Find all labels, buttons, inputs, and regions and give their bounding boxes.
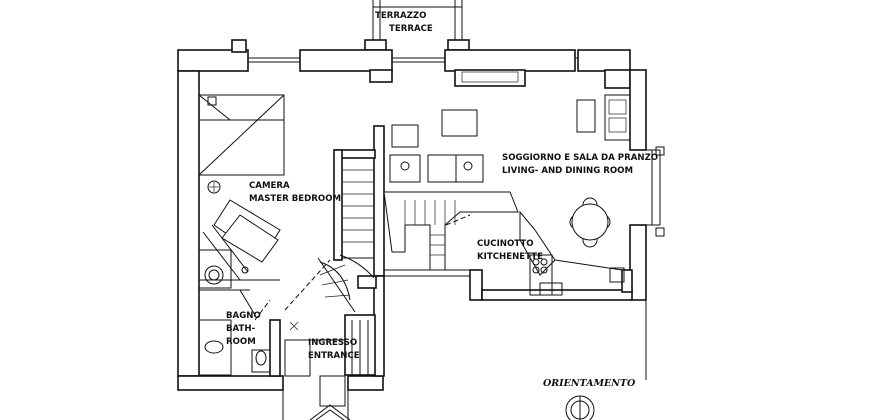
terrace-area [364, 0, 470, 51]
terrace-label-en: TERRACE [389, 24, 433, 34]
terrace-label-it: TERRAZZO [375, 11, 426, 21]
bedroom-furniture [198, 94, 285, 281]
bath-label-en1: BATH- [226, 324, 256, 334]
entrance-label-it: INGRESSO [308, 338, 357, 348]
living-furniture [389, 94, 631, 296]
bathroom-fixtures [198, 249, 271, 376]
outer-walls [177, 39, 665, 391]
kitchen-label-it: CUCINOTTO [477, 239, 534, 249]
entrance-area [282, 321, 351, 420]
bath-label-en2: ROOM [226, 337, 256, 347]
bedroom-label-en: MASTER BEDROOM [249, 194, 341, 204]
bedroom-label-it: CAMERA [249, 181, 290, 191]
living-label-en: LIVING- AND DINING ROOM [502, 166, 633, 176]
orientation-label: ORIENTAMENTO [543, 378, 636, 389]
kitchen-label-en: KITCHENETTE [477, 252, 543, 262]
living-label-it: SOGGIORNO E SALA DA PRANZO [502, 153, 658, 163]
bath-label-it: BAGNO [226, 311, 261, 321]
entrance-label-en: ENTRANCE [308, 351, 360, 361]
compass-icon [565, 395, 595, 420]
staircase [284, 157, 519, 313]
